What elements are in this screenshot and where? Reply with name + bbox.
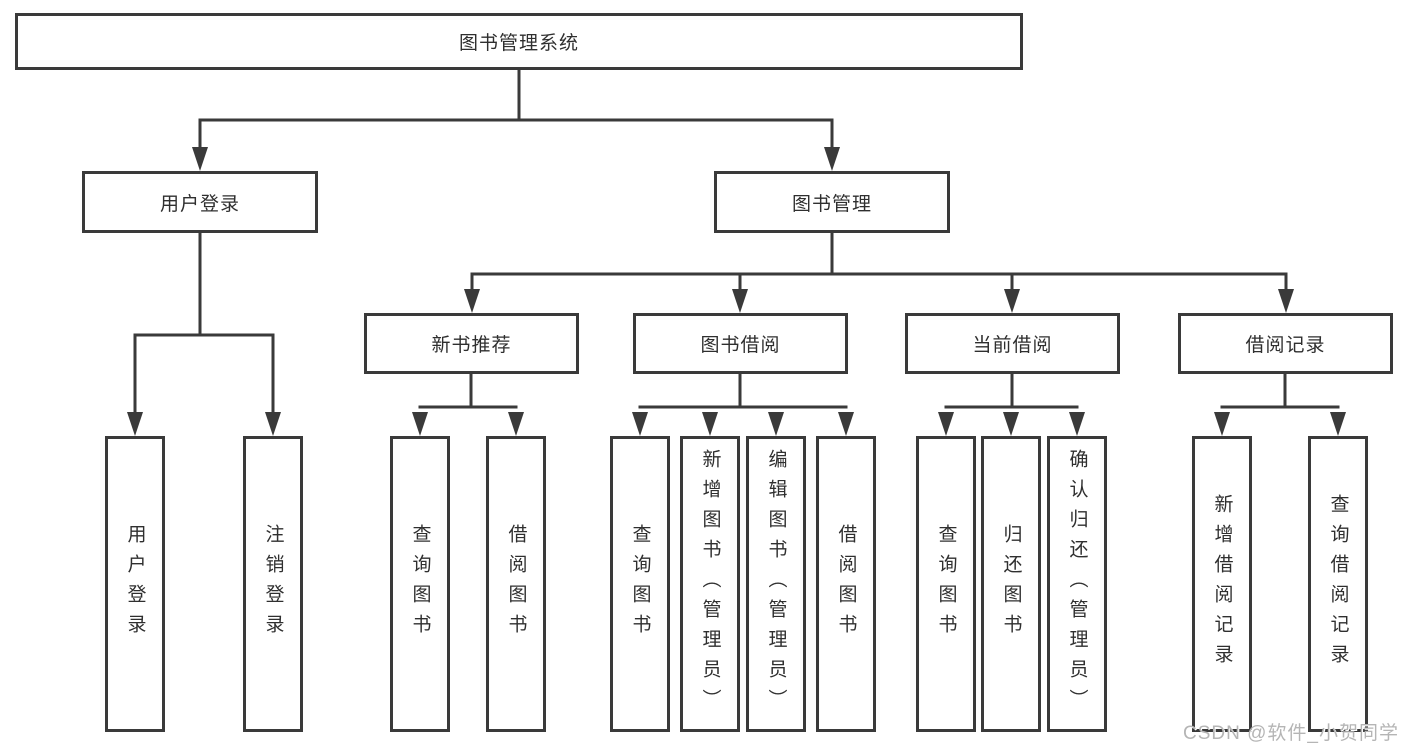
leaf-label: 新增借阅记录 xyxy=(1211,494,1233,674)
leaf-borrow-add-book-admin: 新增图书（管理员） xyxy=(680,436,740,732)
leaf-current-confirm-return-admin: 确认归还（管理员） xyxy=(1047,436,1107,732)
leaf-label: 编辑图书（管理员） xyxy=(765,449,787,719)
leaf-logout: 注销登录 xyxy=(243,436,303,732)
leaf-current-query: 查询图书 xyxy=(916,436,976,732)
leaf-label: 用户登录 xyxy=(124,524,146,644)
node-root: 图书管理系统 xyxy=(15,13,1023,70)
leaf-label: 查询图书 xyxy=(409,524,431,644)
leaf-label: 查询借阅记录 xyxy=(1327,494,1349,674)
leaf-label: 查询图书 xyxy=(629,524,651,644)
leaf-label: 新增图书（管理员） xyxy=(699,449,721,719)
leaf-user-login: 用户登录 xyxy=(105,436,165,732)
leaf-borrow-book: 借阅图书 xyxy=(816,436,876,732)
leaf-newbook-query: 查询图书 xyxy=(390,436,450,732)
leaf-borrow-edit-book-admin: 编辑图书（管理员） xyxy=(746,436,806,732)
node-current-borrow: 当前借阅 xyxy=(905,313,1120,374)
node-user-login: 用户登录 xyxy=(82,171,318,233)
leaf-newbook-borrow: 借阅图书 xyxy=(486,436,546,732)
leaf-record-query: 查询借阅记录 xyxy=(1308,436,1368,732)
leaf-label: 注销登录 xyxy=(262,524,284,644)
leaf-label: 归还图书 xyxy=(1000,524,1022,644)
leaf-label: 确认归还（管理员） xyxy=(1066,449,1088,719)
leaf-record-add: 新增借阅记录 xyxy=(1192,436,1252,732)
node-borrow-record: 借阅记录 xyxy=(1178,313,1393,374)
leaf-label: 查询图书 xyxy=(935,524,957,644)
leaf-label: 借阅图书 xyxy=(505,524,527,644)
node-new-book-recommend: 新书推荐 xyxy=(364,313,579,374)
node-book-borrow: 图书借阅 xyxy=(633,313,848,374)
leaf-current-return: 归还图书 xyxy=(981,436,1041,732)
csdn-watermark: CSDN @软件_小贺同学 xyxy=(1183,723,1399,744)
node-book-management: 图书管理 xyxy=(714,171,950,233)
leaf-borrow-query: 查询图书 xyxy=(610,436,670,732)
leaf-label: 借阅图书 xyxy=(835,524,857,644)
